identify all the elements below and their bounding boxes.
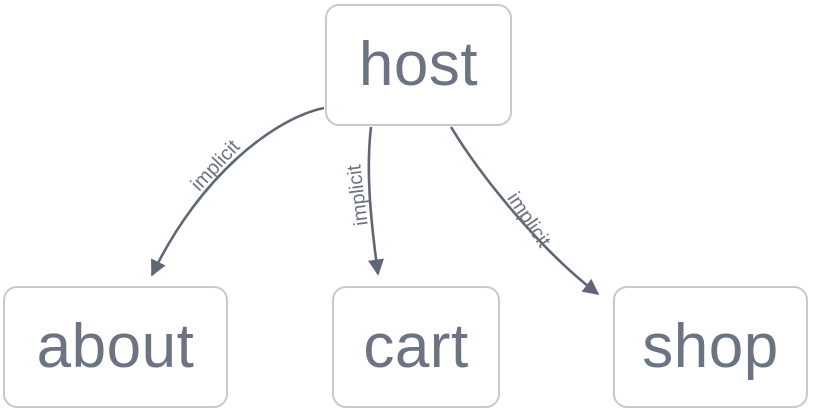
- node-about[interactable]: about: [3, 286, 228, 408]
- node-host-label: host: [358, 30, 479, 99]
- edge-host-about: [150, 106, 325, 277]
- node-cart[interactable]: cart: [332, 286, 500, 408]
- node-cart-label: cart: [363, 312, 469, 381]
- edge-host-shop: [449, 126, 600, 296]
- node-shop[interactable]: shop: [613, 286, 808, 408]
- edge-host-cart: [367, 126, 385, 276]
- node-shop-label: shop: [642, 312, 779, 381]
- node-about-label: about: [36, 312, 195, 381]
- node-host[interactable]: host: [325, 4, 512, 126]
